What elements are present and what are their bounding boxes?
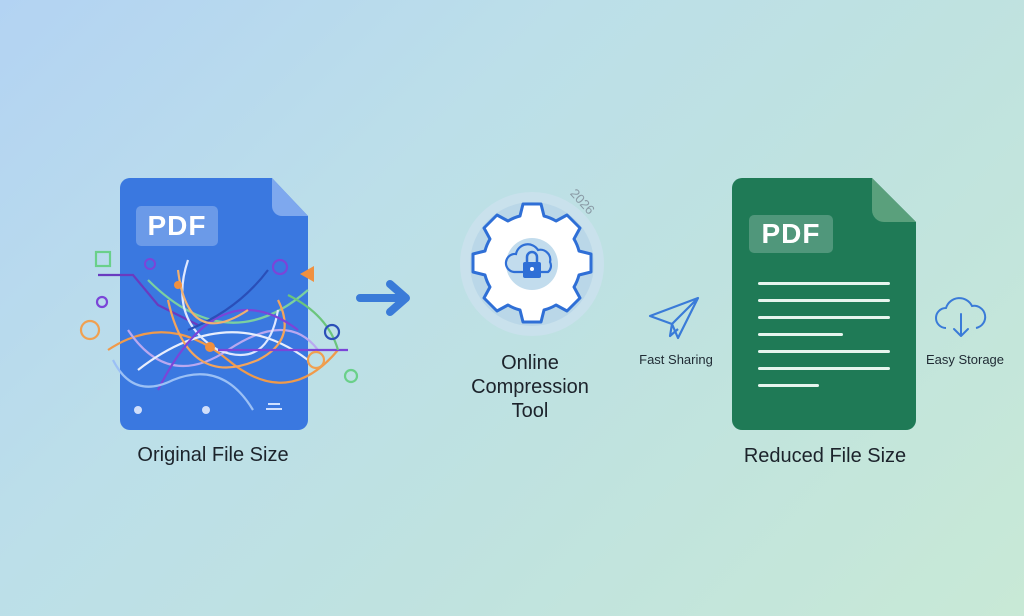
original-pdf-badge: PDF [136,206,218,246]
text-line [758,316,890,319]
reduced-file-size-caption: Reduced File Size [743,445,907,467]
tangled-data-lines-icon [79,250,359,414]
original-pdf-group: PDF Original Fil [68,170,368,466]
easy-storage-label: Easy Storage [925,352,1005,367]
text-line [758,299,890,302]
original-file-size-caption: Original File Size [137,444,289,466]
original-pdf-document-icon [120,178,308,430]
fast-sharing-label: Fast Sharing [639,352,713,367]
text-line [758,333,843,336]
tool-caption-line2: Compression [471,376,589,398]
cloud-download-icon [935,297,987,337]
text-line [758,384,819,387]
tool-caption-line3: Tool [511,400,549,422]
gear-cloud-lock-icon [460,192,604,336]
text-line [758,282,890,285]
reduced-pdf-badge: PDF [749,215,833,253]
arrow-right-icon [356,280,410,316]
text-line [758,350,890,353]
tool-caption-line1: Online [501,352,559,374]
text-line [758,367,890,370]
compression-tool-group: 2026 Online Compression Tool [440,180,620,430]
paper-plane-icon [648,296,700,340]
